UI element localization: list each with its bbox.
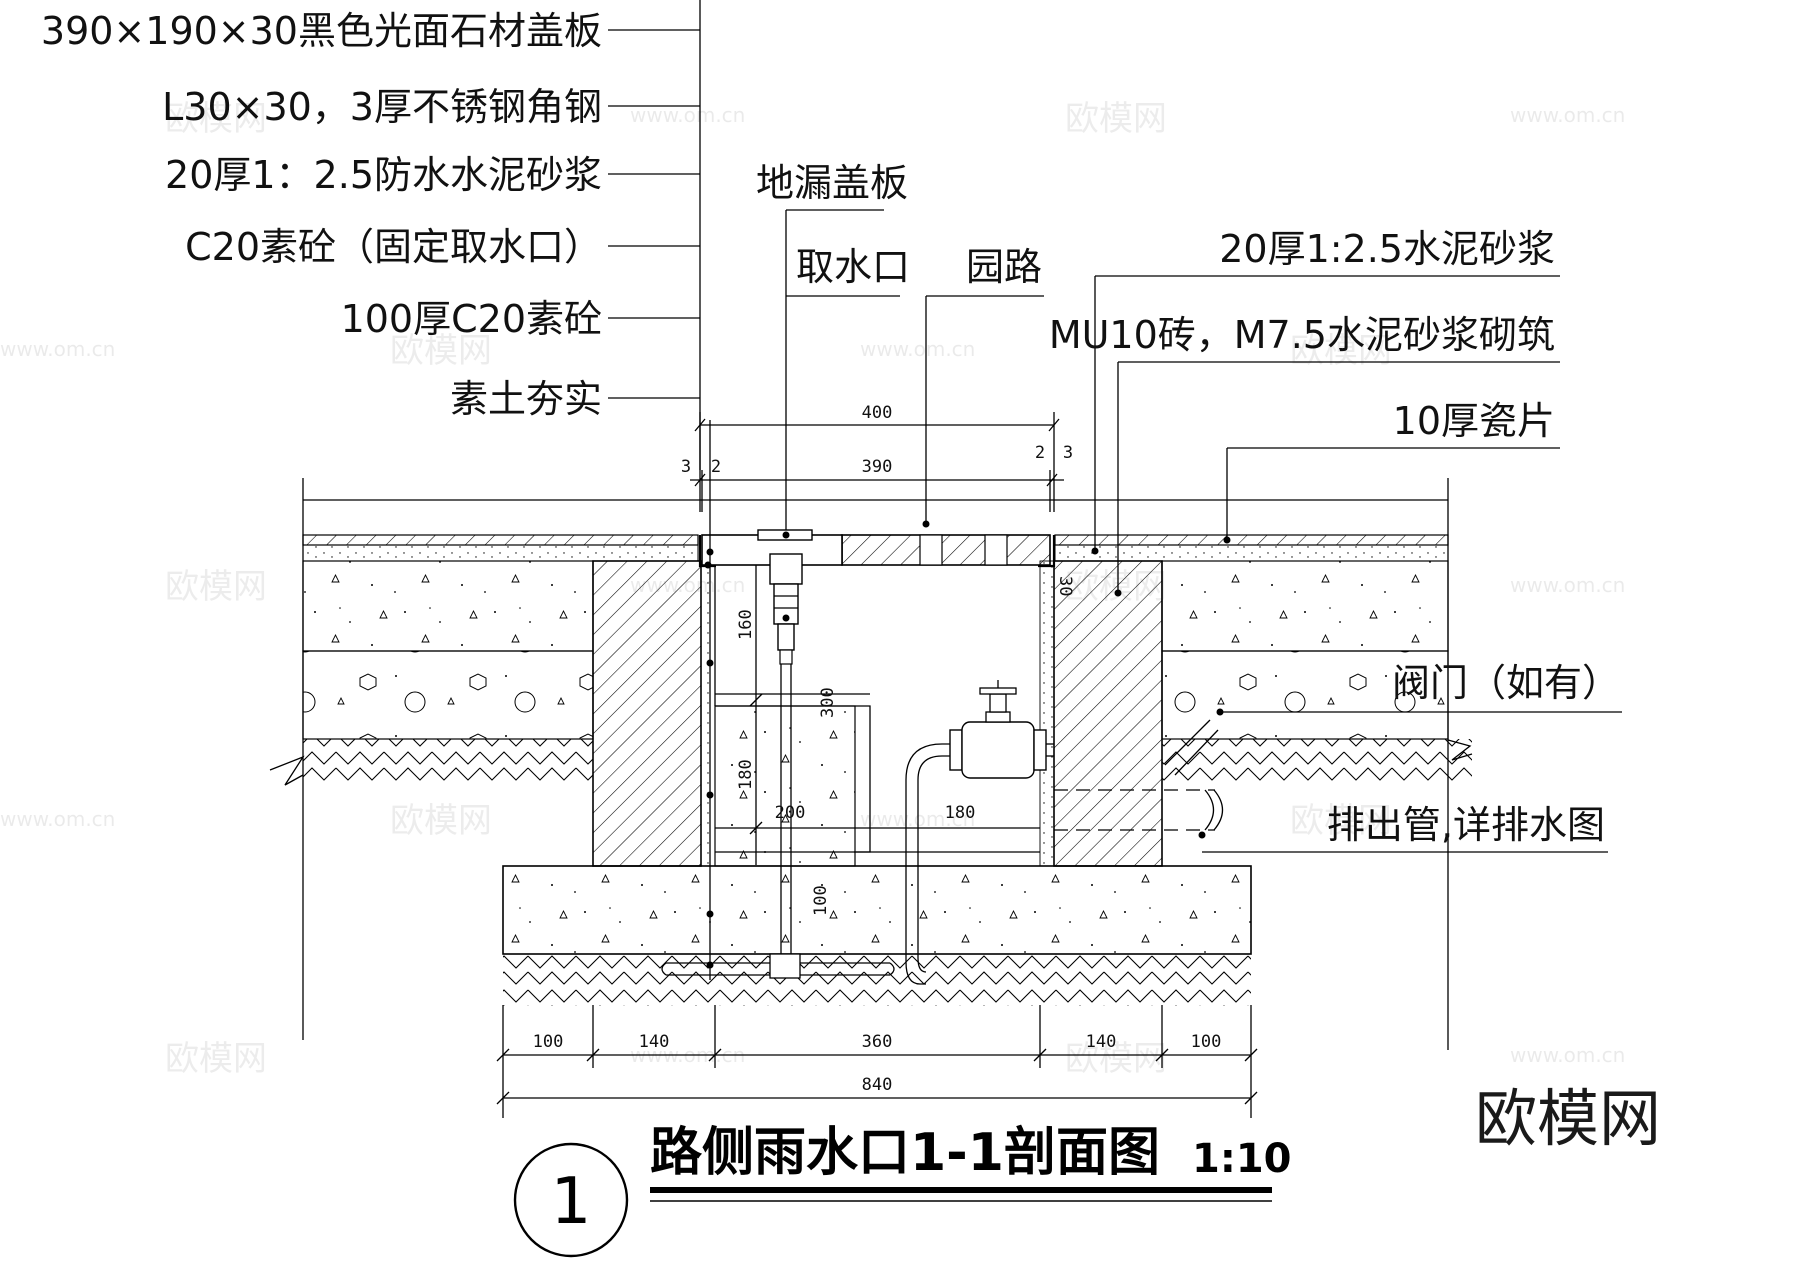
- dim-180-horizontal: 180: [945, 803, 976, 823]
- label-garden-path: 园路: [966, 245, 1042, 289]
- watermark-text: 欧模网: [165, 99, 267, 139]
- drain-pipe: [1054, 719, 1224, 831]
- soil-foundation: [503, 954, 1251, 1006]
- title-number-circle: [513, 1142, 629, 1258]
- label-waterproof-mortar: 20厚1：2.5防水水泥砂浆: [165, 153, 602, 197]
- left-labels: 390×190×30黑色光面石材盖板 L30×30，3厚不锈钢角钢 20厚1：2…: [41, 9, 602, 421]
- title-number: 1: [551, 1165, 592, 1239]
- watermark-text: 欧模网: [390, 331, 492, 371]
- mortar-layer-right: [1054, 544, 1449, 562]
- dim-200: 200: [775, 803, 806, 823]
- foundation-slab: [502, 865, 1252, 955]
- watermark-text: 欧模网: [1290, 331, 1392, 371]
- dim-right-2: 2: [1035, 443, 1045, 463]
- label-drain-pipe: 排出管,详排水图: [1327, 803, 1605, 847]
- watermark-text: 欧模网: [1065, 99, 1167, 139]
- right-labels: 20厚1:2.5水泥砂浆 MU10砖，M7.5水泥砂浆砌筑 10厚瓷片 阀门（如…: [1049, 227, 1620, 847]
- center-labels: 地漏盖板 取水口 园路: [756, 161, 1042, 289]
- title-scale: 1:10: [1192, 1136, 1292, 1182]
- watermark-text: 欧模网: [1290, 801, 1392, 841]
- label-steel-angle: L30×30，3厚不锈钢角钢: [162, 85, 602, 129]
- dim-bottom-140-right: 140: [1086, 1032, 1117, 1052]
- dim-100-vertical: 100: [811, 885, 831, 916]
- water-intake-fitting: [769, 553, 803, 954]
- concrete-layer-left: [302, 560, 594, 652]
- watermark-url: www.om.cn: [860, 337, 975, 361]
- gravel-layer-right: [1161, 650, 1449, 740]
- label-c20-fixing: C20素砼（固定取水口）: [185, 225, 602, 269]
- mortar-layer-left: [302, 544, 699, 562]
- brick-wall-left: [592, 560, 702, 867]
- dim-right-3: 3: [1063, 443, 1073, 463]
- label-ceramic-tile: 10厚瓷片: [1393, 399, 1555, 443]
- valve: [949, 680, 1054, 779]
- watermark-url: www.om.cn: [0, 807, 115, 831]
- soil-left: [303, 739, 593, 785]
- watermark-url: www.om.cn: [860, 807, 975, 831]
- dim-160: 160: [736, 609, 756, 640]
- brick-wall-right: [1053, 560, 1163, 867]
- watermark-url: www.om.cn: [1510, 103, 1625, 127]
- outlet-pipe: [905, 743, 950, 985]
- dim-30: 30: [1055, 576, 1075, 596]
- dim-400: 400: [862, 403, 893, 423]
- watermark-text: 欧模网: [165, 1039, 267, 1079]
- soil-right: [1162, 739, 1472, 785]
- gravel-layer-left: [302, 650, 594, 740]
- dim-bottom-140-left: 140: [639, 1032, 670, 1052]
- dim-bottom-100-right: 100: [1191, 1032, 1222, 1052]
- bottom-supply-pipe: [661, 953, 895, 979]
- label-brick-masonry: MU10砖，M7.5水泥砂浆砌筑: [1049, 313, 1555, 357]
- leader-lines: [608, 0, 1622, 980]
- inner-dimensions: 30 160 300 180 200 180 100: [736, 565, 1075, 916]
- watermark-url: www.om.cn: [630, 103, 745, 127]
- tile-layer-left: [302, 534, 699, 546]
- watermark-url: www.om.cn: [1510, 1043, 1625, 1067]
- top-dimensions: 400 390 3 2 2 3: [681, 403, 1073, 512]
- dim-300: 300: [818, 687, 838, 718]
- watermark-text: 欧模网: [1065, 567, 1167, 607]
- section-body: [269, 478, 1473, 1050]
- tile-layer-right: [1054, 534, 1449, 546]
- steel-angle-right: [1038, 535, 1056, 568]
- title-block: 1 路侧雨水口1-1剖面图 1:10: [513, 1123, 1292, 1258]
- logo-watermark: 欧模网: [1475, 1082, 1661, 1155]
- label-stone-cover: 390×190×30黑色光面石材盖板: [41, 9, 602, 53]
- watermark-text: 欧模网: [1065, 1039, 1167, 1079]
- dim-left-2: 2: [711, 457, 721, 477]
- dim-390: 390: [862, 457, 893, 477]
- dim-bottom-100-left: 100: [533, 1032, 564, 1052]
- watermarks: 欧模网 欧模网 欧模网 欧模网 欧模网 欧模网 欧模网 欧模网 欧模网 欧模网 …: [0, 99, 1661, 1155]
- bottom-dimensions: 100 140 360 140 100 840: [496, 1005, 1258, 1118]
- watermark-url: www.om.cn: [0, 337, 115, 361]
- watermark-url: www.om.cn: [630, 1043, 745, 1067]
- title-text: 路侧雨水口1-1剖面图: [650, 1123, 1160, 1183]
- watermark-text: 欧模网: [390, 801, 492, 841]
- dim-bottom-360: 360: [862, 1032, 893, 1052]
- dim-180-vertical: 180: [736, 759, 756, 790]
- stone-cover-plate: [841, 534, 1051, 566]
- label-floor-drain-cover: 地漏盖板: [756, 161, 908, 205]
- dim-left-3: 3: [681, 457, 691, 477]
- intake-concrete-block: [714, 705, 856, 867]
- label-cement-mortar: 20厚1:2.5水泥砂浆: [1219, 227, 1555, 271]
- label-valve: 阀门（如有）: [1392, 661, 1620, 705]
- label-water-intake: 取水口: [796, 245, 910, 289]
- watermark-text: 欧模网: [165, 567, 267, 607]
- concrete-layer-right: [1161, 560, 1449, 652]
- watermark-url: www.om.cn: [1510, 573, 1625, 597]
- watermark-url: www.om.cn: [630, 573, 745, 597]
- label-compacted-soil: 素土夯实: [450, 377, 602, 421]
- label-100-c20: 100厚C20素砼: [341, 297, 602, 341]
- dim-bottom-840: 840: [862, 1075, 893, 1095]
